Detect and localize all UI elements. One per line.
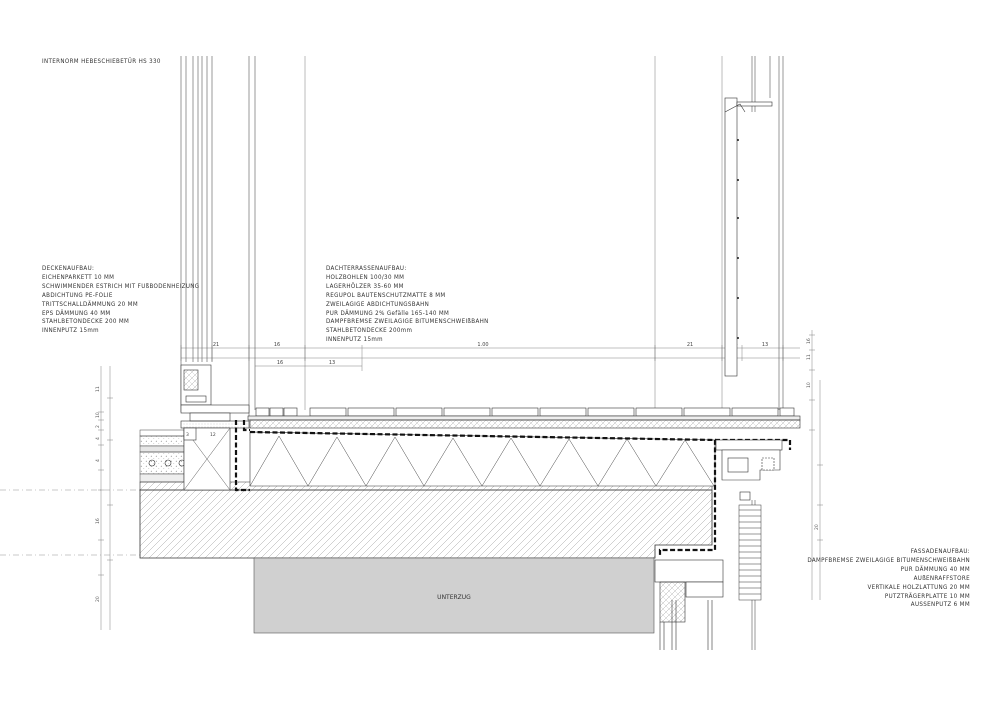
left-dimension-chain — [98, 366, 113, 630]
note-line: HOLZBOHLEN 100/30 MM — [326, 273, 405, 281]
right-dimension-chain — [809, 330, 823, 600]
interior-floor-buildup — [139, 429, 186, 483]
window-frame-below — [654, 559, 724, 650]
top-dimension-labels: 21 16 16 13 1.00 21 4 13 — [213, 342, 768, 366]
drawing-title: INTERNORM HEBESCHIEBETÜR HS 330 — [42, 58, 161, 65]
dim-label: 20 — [95, 596, 101, 602]
note-line: PUR DÄMMUNG 40 MM — [900, 565, 970, 573]
raffstore-blind — [738, 504, 762, 601]
note-line: AUSSENPUTZ 6 MM — [910, 601, 970, 609]
parapet-and-facade — [715, 97, 783, 501]
dim-label: 2 — [95, 425, 101, 428]
dim-label: 16 — [277, 360, 283, 366]
dim-label: 1.00 — [477, 342, 488, 348]
note-heading: DECKENAUFBAU: — [42, 265, 95, 272]
dim-label: 3 — [186, 432, 189, 438]
axis-lines — [0, 489, 140, 556]
note-line: PUR DÄMMUNG 2% Gefälle 165-140 MM — [326, 309, 450, 317]
note-line: INNENPUTZ 15mm — [326, 336, 383, 344]
dim-label: 16 — [806, 338, 812, 344]
note-line: VERTIKALE HOLZLATTUNG 20 MM — [867, 583, 970, 591]
dim-label: 10 — [95, 412, 101, 418]
note-line: AUßENRAFFSTORE — [913, 574, 970, 582]
right-dimension-labels: 16 11 10 20 — [806, 338, 820, 530]
dim-label: 16 — [274, 342, 280, 348]
note-line: LAGERHÖLZER 35-60 MM — [326, 282, 404, 290]
dim-label: 16 — [95, 518, 101, 524]
dim-label: 4 — [95, 437, 101, 440]
dim-label: 11 — [806, 354, 812, 360]
terrace-decking — [247, 407, 801, 429]
concrete-slab — [139, 481, 713, 559]
note-line: EPS DÄMMUNG 40 MM — [42, 309, 111, 317]
dachterrassenaufbau-notes: DACHTERRASSENAUFBAU: HOLZBOHLEN 100/30 M… — [326, 265, 489, 345]
note-line: SCHWIMMENDER ESTRICH MIT FUßBODENHEIZUNG — [42, 282, 200, 290]
dim-label: 10 — [806, 382, 812, 388]
dim-label: 13 — [762, 342, 768, 348]
note-line: STAHLBETONDECKE 200mm — [326, 327, 413, 335]
note-line: DAMPFBREMSE ZWEILAGIGE BITUMENSCHWEIßBAH… — [807, 556, 970, 564]
dim-label: 4 — [95, 459, 101, 462]
left-dimension-labels: 11 10 2 4 4 16 20 — [95, 386, 101, 602]
note-line: TRITTSCHALLDÄMMUNG 20 MM — [42, 300, 138, 308]
dim-label: 20 — [814, 524, 820, 530]
threshold-profile — [180, 364, 250, 429]
note-line: EICHENPARKETT 10 MM — [42, 273, 115, 281]
note-line: PUTZTRÄGERPLATTE 10 MM — [884, 592, 970, 600]
note-line: ZWEILAGIGE ABDICHTUNGSBAHN — [326, 300, 430, 308]
note-heading: DACHTERRASSENAUFBAU: — [326, 265, 407, 272]
unterzug-beam: UNTERZUG — [253, 557, 655, 634]
note-line: INNENPUTZ 15mm — [42, 327, 99, 335]
balustrade-fixings — [737, 139, 739, 339]
dim-label: 21 — [687, 342, 693, 348]
dimension-chain-top — [180, 345, 800, 371]
dim-label: 12 — [210, 432, 216, 438]
note-heading: FASSADENAUFBAU: — [910, 548, 970, 555]
dim-label: 11 — [95, 386, 101, 392]
dim-label: 21 — [213, 342, 219, 348]
note-line: ABDICHTUNG PE-FOLIE — [42, 291, 113, 299]
fassadenaufbau-notes: FASSADENAUFBAU: DAMPFBREMSE ZWEILAGIGE B… — [807, 548, 970, 610]
unterzug-label: UNTERZUG — [437, 594, 471, 601]
note-line: STAHLBETONDECKE 200 MM — [42, 318, 130, 326]
pur-insulation-wedge — [249, 431, 716, 487]
note-line: REGUPOL BAUTENSCHUTZMATTE 8 MM — [326, 291, 446, 299]
deckenaufbau-notes: DECKENAUFBAU: EICHENPARKETT 10 MM SCHWIM… — [42, 265, 199, 336]
insulation-block-under-door — [183, 427, 231, 491]
note-line: DAMPFBREMSE ZWEILAGIGE BITUMENSCHWEIßBAH… — [326, 318, 489, 326]
dim-label: 13 — [329, 360, 335, 366]
